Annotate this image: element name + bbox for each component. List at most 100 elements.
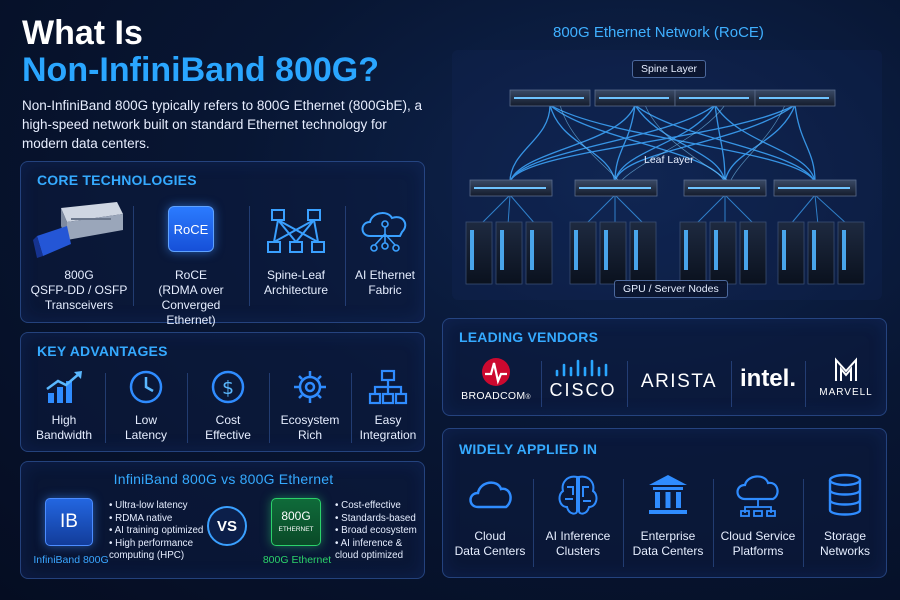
divider (269, 373, 270, 443)
ethernet-chip-icon: 800G ETHERNET (271, 498, 321, 546)
divider (351, 373, 352, 443)
vendor-broadcom: BROADCOM® (451, 357, 541, 402)
list-item: • AI training optimized (109, 525, 204, 536)
application-item: Enterprise Data Centers (625, 473, 711, 559)
advantage-item: High Bandwidth (25, 369, 103, 443)
advantage-label: Cost Effective (205, 413, 251, 442)
advantage-item: Ecosystem Rich (271, 369, 349, 443)
key-advantages-panel: KEY ADVANTAGES High Bandwidth Low Latenc… (20, 332, 425, 452)
leading-vendors-panel: LEADING VENDORS BROADCOM® CISCO ARISTA i… (442, 318, 887, 416)
cisco-logo-icon (555, 359, 608, 377)
core-item-ai-fabric: AI Ethernet Fabric (347, 206, 423, 298)
widely-applied-title: WIDELY APPLIED IN (459, 441, 598, 457)
page-title-line2: Non-InfiniBand 800G? (22, 51, 379, 89)
ethernet-name: 800G Ethernet (262, 554, 332, 566)
core-item-label: RoCE (RDMA over Converged Ethernet) (158, 268, 224, 327)
list-item: • Cost-effective (335, 500, 401, 511)
ib-chip-icon: IB (45, 498, 93, 546)
list-item: • Standards-based (335, 512, 416, 524)
list-item: • Ultra-low latency (109, 500, 188, 511)
vendor-intel: intel. (733, 365, 803, 393)
divider (187, 373, 188, 443)
database-icon (828, 473, 862, 516)
page-title-line1: What Is (22, 14, 143, 52)
ib-name: InfiniBand 800G (33, 554, 109, 566)
vendor-cisco: CISCO (543, 359, 623, 401)
key-advantages-title: KEY ADVANTAGES (37, 343, 168, 359)
dollar-coin-icon: $ (211, 370, 245, 404)
vs-badge: VS (207, 506, 247, 546)
arista-logo-icon: ARISTA (640, 371, 718, 392)
application-label: AI Inference Clusters (545, 529, 611, 558)
list-item: • RDMA native (109, 512, 173, 524)
intro-text: Non-InfiniBand 800G typically refers to … (22, 98, 422, 151)
roce-chip-text: RoCE (173, 221, 209, 237)
cloud-icon (469, 481, 512, 509)
roce-chip-icon: RoCE (168, 206, 214, 252)
application-item: Cloud Service Platforms (715, 473, 801, 559)
core-item-roce: RoCE RoCE (RDMA over Converged Ethernet) (136, 206, 246, 328)
core-item-label: 800G QSFP-DD / OSFP Transceivers (30, 268, 128, 312)
transceiver-icon (33, 202, 123, 258)
brain-chip-icon (558, 475, 598, 515)
list-item: • Broad ecosystem (335, 525, 417, 536)
gear-icon (294, 371, 326, 403)
comparison-title: InfiniBand 800G vs 800G Ethernet (113, 471, 334, 487)
advantage-item: Low Latency (107, 369, 185, 443)
marvell-logo-icon (835, 357, 857, 381)
intel-logo-icon: intel. (739, 365, 796, 392)
divider (623, 479, 624, 567)
leading-vendors-title: LEADING VENDORS (459, 329, 599, 345)
cloud-network-icon (361, 212, 407, 252)
application-item: AI Inference Clusters (535, 473, 621, 559)
ib-points-list: • Ultra-low latency • RDMA native • AI t… (109, 500, 219, 563)
advantage-label: High Bandwidth (35, 413, 93, 442)
advantage-label: Ecosystem Rich (280, 413, 340, 442)
spine-leaf-icon (267, 209, 325, 253)
advantage-label: Easy Integration (359, 413, 417, 442)
ethernet-points-list: • Cost-effective • Standards-based • Bro… (335, 500, 425, 563)
application-label: Enterprise Data Centers (632, 529, 704, 558)
svg-text:$: $ (222, 377, 234, 399)
list-item: • AI inference & cloud optimized (335, 537, 404, 562)
gpu-nodes-label: GPU / Server Nodes (614, 280, 728, 298)
ib-chip-text: IB (60, 511, 78, 532)
hierarchy-icon (368, 369, 408, 405)
divider (541, 361, 542, 407)
advantage-item: Easy Integration (351, 369, 425, 443)
application-label: Cloud Service Platforms (720, 529, 796, 558)
network-title: 800G Ethernet Network (RoCE) (553, 24, 764, 41)
core-item-label: AI Ethernet Fabric (354, 268, 416, 297)
divider (803, 479, 804, 567)
divider (533, 479, 534, 567)
divider (249, 206, 250, 306)
divider (345, 206, 346, 306)
core-item-transceiver: 800G QSFP-DD / OSFP Transceivers (29, 200, 129, 313)
enterprise-building-icon (649, 475, 687, 514)
vendor-marvell: MARVELL (807, 357, 885, 398)
list-item: • High performance computing (HPC) (109, 537, 194, 562)
core-item-spine-leaf: Spine-Leaf Architecture (251, 206, 341, 298)
vendor-arista: ARISTA (629, 371, 729, 393)
divider (805, 361, 806, 407)
network-diagram: Spine Layer Leaf Layer GPU / Server Node… (440, 50, 890, 305)
network-diagram-graphic (452, 50, 882, 300)
widely-applied-panel: WIDELY APPLIED IN Cloud Data Centers AI … (442, 428, 887, 578)
divider (627, 361, 628, 407)
divider (105, 373, 106, 443)
bar-chart-up-icon (46, 371, 82, 403)
cloud-service-icon (736, 475, 779, 517)
application-label: Storage Networks (819, 529, 870, 558)
core-technologies-title: CORE TECHNOLOGIES (37, 172, 197, 188)
leaf-layer-label: Leaf Layer (644, 154, 694, 166)
clock-icon (129, 370, 163, 404)
application-label: Cloud Data Centers (454, 529, 526, 558)
application-item: Cloud Data Centers (449, 475, 531, 559)
comparison-panel: InfiniBand 800G vs 800G Ethernet IB Infi… (20, 461, 425, 579)
divider (713, 479, 714, 567)
divider (133, 206, 134, 306)
advantage-label: Low Latency (124, 413, 168, 442)
core-technologies-panel: CORE TECHNOLOGIES 800G QSFP-DD / OSFP Tr… (20, 161, 425, 327)
spine-layer-label: Spine Layer (632, 60, 707, 78)
core-item-label: Spine-Leaf Architecture (263, 268, 329, 297)
